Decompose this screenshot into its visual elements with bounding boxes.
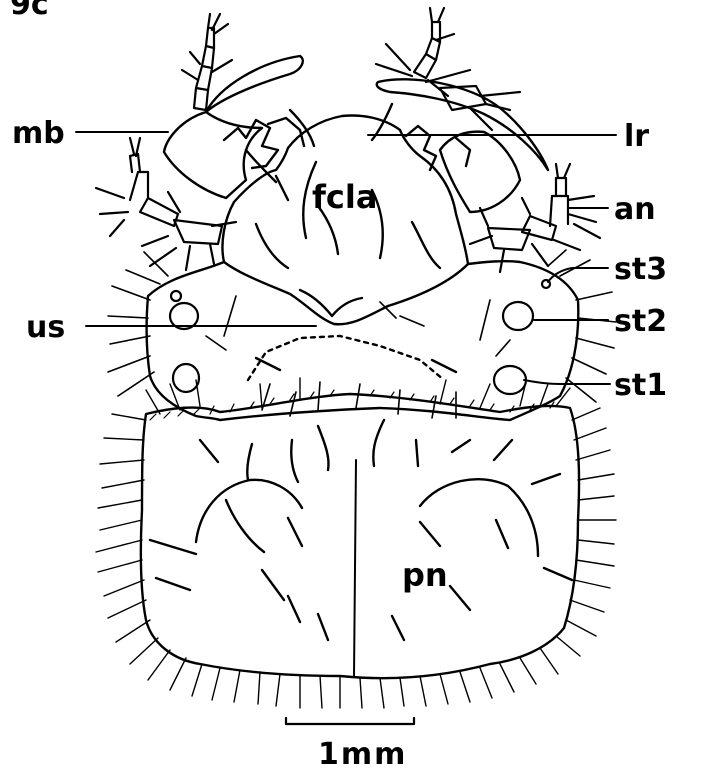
right-palp [376,8,520,130]
stemmata-left [170,291,199,392]
label-lr: lr [624,119,649,154]
label-mb: mb [12,116,65,151]
label-us: us [26,310,65,345]
label-an: an [614,192,656,227]
left-mandible [164,56,304,198]
scale-bar-label: 1mm [318,737,407,771]
right-mandible [377,79,548,212]
stemmata-right [494,280,550,394]
label-st3: st3 [614,252,667,287]
label-st2: st2 [614,304,667,339]
pronotum [141,394,579,678]
scale-bar [286,718,414,724]
leader-st3 [548,268,608,282]
label-fcla: fcla [312,178,377,216]
panel-label-fragment: 9c [10,0,49,22]
left-antenna [96,138,236,270]
label-st1: st1 [614,368,667,403]
panel-label: 9c [10,0,49,22]
left-palp [182,14,232,110]
label-pn: pn [402,556,448,594]
leader-lines [76,132,616,384]
right-antenna [470,164,600,272]
